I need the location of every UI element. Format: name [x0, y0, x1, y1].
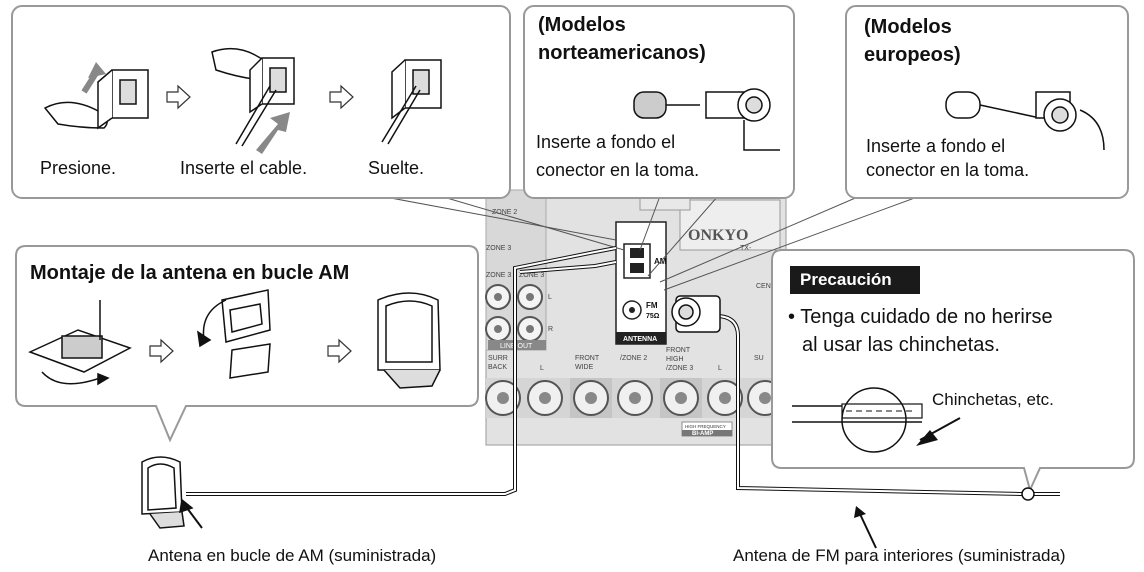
caution-badge	[790, 266, 920, 294]
am-loop-assembled-illustration	[377, 292, 441, 389]
channel-r-label: R	[548, 326, 553, 333]
fm-connector-plug-illustration	[633, 88, 780, 151]
next-step-arrow-icon	[149, 338, 174, 364]
next-step-arrow-icon	[166, 84, 191, 110]
front-wide-label: WIDE	[575, 364, 594, 371]
european-instruction: conector en la toma.	[866, 160, 1030, 180]
bi-amp-label: BI-AMP	[692, 431, 713, 437]
next-step-arrow-icon	[329, 84, 354, 110]
fm-antenna-caption: Antena de FM para interiores (suministra…	[733, 546, 1066, 565]
press-terminal-illustration	[43, 62, 149, 130]
front-wide-label: FRONT	[575, 355, 600, 362]
antenna-terminal-block	[615, 221, 667, 345]
am-loop-base-illustration	[28, 300, 132, 386]
european-title: (Modelos	[864, 16, 952, 38]
cable-connection-steps-panel	[11, 5, 511, 199]
am-loop-assembly-title: Montaje de la antena en bucle AM	[30, 262, 350, 284]
step-insert-label: Inserte el cable.	[180, 158, 308, 178]
antenna-cables	[186, 246, 1060, 501]
high-frequency-label: HIGH FREQUENCY	[685, 424, 726, 429]
zone2-l-label: /ZONE 2	[620, 355, 647, 362]
european-title: europeos)	[864, 44, 961, 66]
insert-cable-illustration	[211, 47, 295, 154]
next-step-arrow-icon	[327, 338, 352, 364]
caution-panel	[771, 249, 1135, 493]
channel-l-label: L	[540, 365, 544, 372]
callout-lines	[379, 195, 921, 291]
brand-label: ONKYO	[688, 227, 748, 244]
surr-back-label: SURR	[488, 355, 508, 362]
am-loop-assembly-panel	[15, 245, 479, 443]
zone3-label: ZONE 3	[486, 272, 511, 279]
fm-terminal-label: FM	[646, 301, 658, 310]
front-high-label: /ZONE 3	[666, 365, 693, 372]
step-release-label: Suelte.	[368, 158, 425, 178]
zone3-label: ZONE 3	[486, 245, 511, 252]
north-american-instruction: conector en la toma.	[536, 160, 700, 180]
european-instruction: Inserte a fondo el	[866, 136, 1006, 156]
am-antenna-caption: Antena en bucle de AM (suministrada)	[148, 546, 437, 565]
european-models-panel	[845, 5, 1129, 199]
caution-text: al usar las chinchetas.	[802, 334, 1000, 356]
zone3-label: ZONE 3	[519, 272, 544, 279]
ohm-label: 75Ω	[646, 313, 660, 320]
front-high-label: HIGH	[666, 356, 684, 363]
release-terminal-illustration	[381, 59, 442, 145]
north-american-models-panel	[523, 5, 795, 199]
channel-l-label: L	[718, 365, 722, 372]
model-label: TX-	[740, 245, 752, 252]
caution-text: • Tenga cuidado de no herirse	[788, 306, 1053, 328]
fm-antenna-pointer-arrow	[854, 506, 877, 549]
surr-back-label: BACK	[488, 364, 507, 371]
surround-label: SU	[754, 355, 764, 362]
center-label: CEN	[756, 283, 771, 290]
am-loop-rotate-illustration	[197, 289, 271, 379]
antenna-label: ANTENNA	[623, 336, 657, 343]
fm-antenna-plug-installed	[671, 295, 721, 333]
channel-l-label: L	[548, 294, 552, 301]
caution-badge-label: Precaución	[800, 270, 892, 289]
front-high-label: FRONT	[666, 347, 691, 354]
fm-connector-plug-illustration	[945, 91, 1105, 151]
north-american-title: (Modelos	[538, 14, 626, 36]
zone2-label: ZONE 2	[492, 209, 517, 216]
north-american-instruction: Inserte a fondo el	[536, 132, 676, 152]
am-loop-antenna-illustration	[141, 456, 203, 529]
thumbtacks-label: Chinchetas, etc.	[932, 390, 1054, 409]
north-american-title: norteamericanos)	[538, 42, 706, 64]
thumbtack-illustration	[792, 387, 961, 453]
step-press-label: Presione.	[40, 158, 117, 178]
